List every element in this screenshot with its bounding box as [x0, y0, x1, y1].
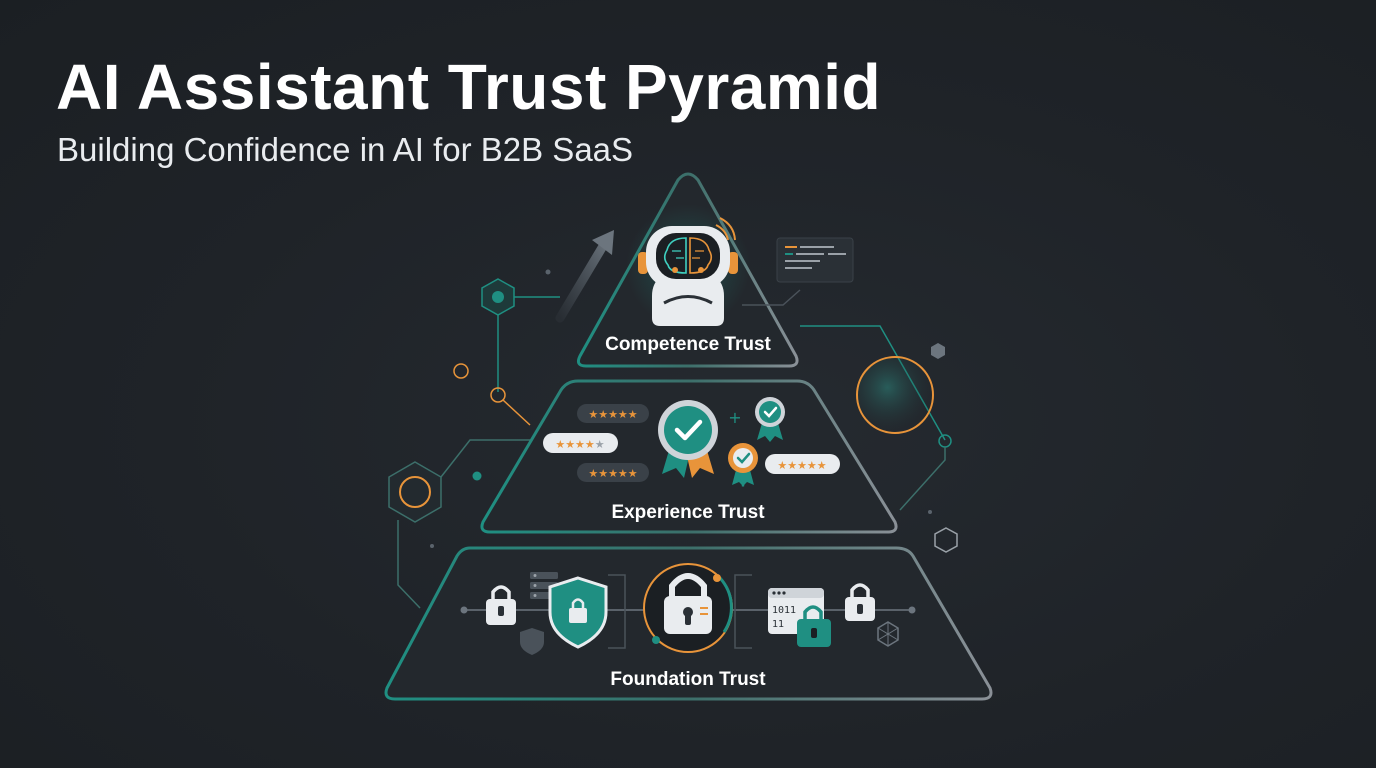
binary-data-lock-icon: 1011 11 [768, 588, 831, 647]
padlock-icon [486, 585, 516, 625]
shield-lock-icon [548, 576, 608, 649]
tier-experience-label: Experience Trust [611, 502, 765, 523]
tier-competence-label: Competence Trust [605, 334, 771, 355]
tier-foundation: 1011 11 Foundation Trust [384, 546, 993, 701]
tier-competence: Competence Trust [577, 172, 799, 368]
svg-text:★★★★★: ★★★★★ [588, 408, 637, 421]
code-panel-icon [742, 237, 854, 306]
orb-icon [856, 356, 934, 434]
network-node-icon [490, 387, 506, 403]
padlock-icon [845, 583, 875, 621]
tier-foundation-label: Foundation Trust [610, 669, 766, 690]
ai-robot-icon [626, 204, 750, 328]
network-decorations [388, 269, 958, 609]
svg-text:★★★★★: ★★★★★ [588, 467, 637, 480]
star-rating-icon: ★★★★★ [577, 463, 649, 482]
page-title: AI Assistant Trust Pyramid [56, 51, 882, 123]
network-node-icon [453, 363, 469, 379]
hexagon-node-icon [934, 527, 958, 553]
verified-badge-icon [728, 443, 758, 487]
svg-text:1011: 1011 [772, 605, 796, 616]
verified-badge-icon [658, 400, 718, 478]
hexagon-node-icon [388, 461, 442, 523]
svg-text:★★★★★: ★★★★★ [777, 459, 826, 472]
star-rating-icon: ★★★★★ [543, 433, 618, 453]
star-rating-icon: ★★★★★ [577, 404, 649, 423]
plus-icon: + [728, 408, 741, 427]
growth-arrow-icon [555, 230, 614, 323]
hexagon-node-icon [931, 343, 945, 359]
star-rating-icon: ★★★★★ [765, 454, 840, 474]
padlock-icon [643, 563, 733, 653]
svg-text:11: 11 [772, 619, 784, 630]
network-node-icon [938, 434, 952, 448]
svg-text:★★★★★: ★★★★★ [555, 438, 604, 451]
shield-icon [520, 628, 544, 655]
page-subtitle: Building Confidence in AI for B2B SaaS [57, 131, 634, 168]
verified-badge-icon [755, 397, 785, 442]
tier-experience: ★★★★★ ★★★★★ ★★★★★ ★★★★★ [480, 379, 898, 534]
